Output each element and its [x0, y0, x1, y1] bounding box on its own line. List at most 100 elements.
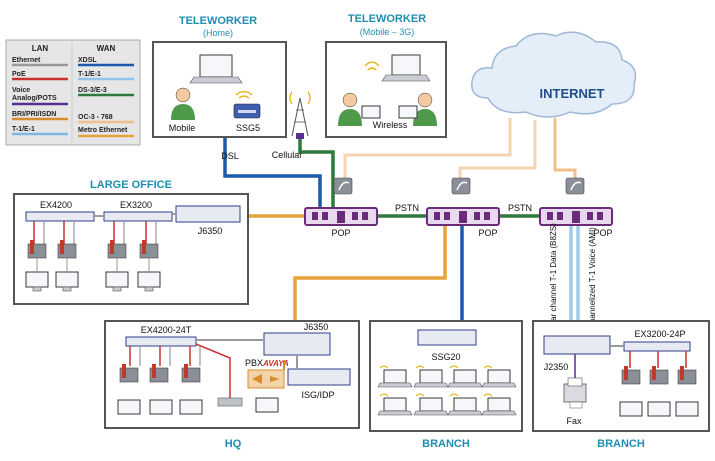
legend-ds3: DS-3/E-3 [78, 87, 107, 94]
phone-icon [333, 177, 353, 195]
fax-icon [563, 377, 587, 409]
large-office-switch1-label: EX4200 [40, 200, 72, 210]
isg-idp-firewall-icon [287, 368, 351, 386]
branch-2-title: BRANCH [597, 438, 645, 450]
laptop-icon [413, 397, 449, 416]
hq-router-label: J6350 [304, 322, 329, 332]
hq: HQ EX4200-24T J6350 PBX AVAYA ISG/IDP [104, 320, 360, 450]
legend-lan-title: LAN [32, 44, 49, 53]
pop-2: POP [426, 177, 500, 238]
pop-3: POP [539, 177, 613, 238]
laptop-icon [377, 397, 413, 416]
teleworker-home-title: TELEWORKER [179, 15, 257, 27]
pop-1: POP [304, 177, 378, 238]
legend-t1-lan: T-1/E-1 [12, 126, 35, 133]
ip-phone-icon [149, 364, 169, 383]
pop-2-label: POP [478, 228, 497, 238]
internet-label: INTERNET [540, 86, 605, 101]
branch-1: BRANCH SSG20 [369, 320, 523, 450]
dsl-label: DSL [221, 151, 239, 161]
legend-analog: Analog/POTS [12, 95, 57, 102]
teleworker-home-mobile-label: Mobile [169, 123, 196, 133]
teleworker-mobile-wireless-label: Wireless [373, 120, 408, 130]
teleworker-home-subtitle: (Home) [203, 28, 233, 38]
teleworker-home: TELEWORKER (Home) Mobile SSG5 [152, 15, 287, 138]
phone-icon [451, 177, 471, 195]
j6350-router-icon [175, 205, 241, 223]
legend: LAN WAN Ethernet PoE Voice Analog/POTS B… [5, 39, 141, 146]
hq-title: HQ [225, 438, 242, 450]
laptop-icon [447, 369, 483, 388]
person-icon [338, 92, 362, 126]
j6350-router-icon [263, 332, 331, 356]
pop-3-label: POP [593, 228, 612, 238]
pop-1-label: POP [331, 228, 350, 238]
large-office-switch2-label: EX3200 [120, 200, 152, 210]
legend-wan-title: WAN [97, 44, 116, 53]
branch-2-fax-label: Fax [566, 416, 582, 426]
wifi-icon [364, 61, 380, 71]
ip-phone-base-icon [217, 397, 243, 407]
branch-1-title: BRANCH [422, 438, 470, 450]
laptop-icon [481, 369, 517, 388]
legend-poe: PoE [12, 71, 26, 78]
laptop-icon [377, 369, 413, 388]
laptop-icon [361, 105, 418, 119]
pc-icon [255, 397, 279, 413]
cellular-label: Cellular [272, 150, 303, 160]
pc-icon [105, 271, 129, 292]
pc-icon [619, 401, 643, 417]
large-office-title: LARGE OFFICE [90, 179, 172, 191]
legend-bri: BRI/PRI/ISDN [12, 111, 56, 118]
hq-switch-label: EX4200-24T [141, 325, 192, 335]
branch-2-router-label: J2350 [544, 362, 569, 372]
laptop-icon [381, 54, 431, 82]
pstn-label-1: PSTN [395, 203, 419, 213]
ip-phone-icon [677, 366, 697, 385]
channelized-label: Channelized T-1 Voice (AMI) [588, 227, 597, 329]
large-office: LARGE OFFICE EX4200 EX3200 J6350 [13, 179, 249, 305]
laptop-icon [481, 397, 517, 416]
ip-phone-icon [57, 240, 77, 259]
ip-phone-icon [621, 366, 641, 385]
wifi-icon [379, 365, 493, 397]
laptop-icon [447, 397, 483, 416]
legend-voice: Voice [12, 87, 30, 94]
legend-xdsl: XDSL [78, 57, 97, 64]
laptop-icon [189, 54, 243, 84]
hq-avaya-label: AVAYA [262, 359, 289, 368]
pc-icon [179, 399, 203, 415]
laptop-icon [413, 369, 449, 388]
pc-icon [675, 401, 699, 417]
legend-ethernet: Ethernet [12, 57, 41, 64]
pc-icon [117, 399, 141, 415]
branch-2-switch-label: EX3200-24P [634, 329, 685, 339]
person-icon [171, 87, 195, 120]
pc-icon [149, 399, 173, 415]
large-office-router-label: J6350 [198, 226, 223, 236]
ex3200-24p-switch-icon [623, 341, 691, 352]
links [223, 118, 580, 335]
pc-icon [55, 271, 79, 292]
hq-pbx-label: PBX [245, 358, 263, 368]
wifi-icon [235, 90, 253, 99]
branch-2: BRANCH J2350 EX3200-24P Fax [532, 320, 710, 450]
pbx-icon [247, 369, 285, 389]
teleworker-mobile-title: TELEWORKER [348, 13, 426, 25]
ssg20-device-icon [417, 329, 477, 346]
branch-1-device-label: SSG20 [431, 352, 460, 362]
cell-tower-icon [289, 91, 311, 139]
pc-icon [647, 401, 671, 417]
legend-oc3: OC-3 - 768 [78, 114, 113, 121]
ip-phone-icon [649, 366, 669, 385]
ip-phone-icon [119, 364, 139, 383]
ip-phone-icon [139, 240, 159, 259]
person-icon [413, 92, 437, 126]
teleworker-mobile: TELEWORKER (Mobile – 3G) Wireless [325, 13, 447, 138]
legend-metro: Metro Ethernet [78, 127, 128, 134]
clear-channel-label: Clear channel T-1 Data (B8ZS) [549, 223, 558, 333]
j2350-router-icon [543, 335, 611, 355]
hq-firewall-label: ISG/IDP [301, 390, 334, 400]
ex4200-switch-icon [25, 211, 95, 222]
